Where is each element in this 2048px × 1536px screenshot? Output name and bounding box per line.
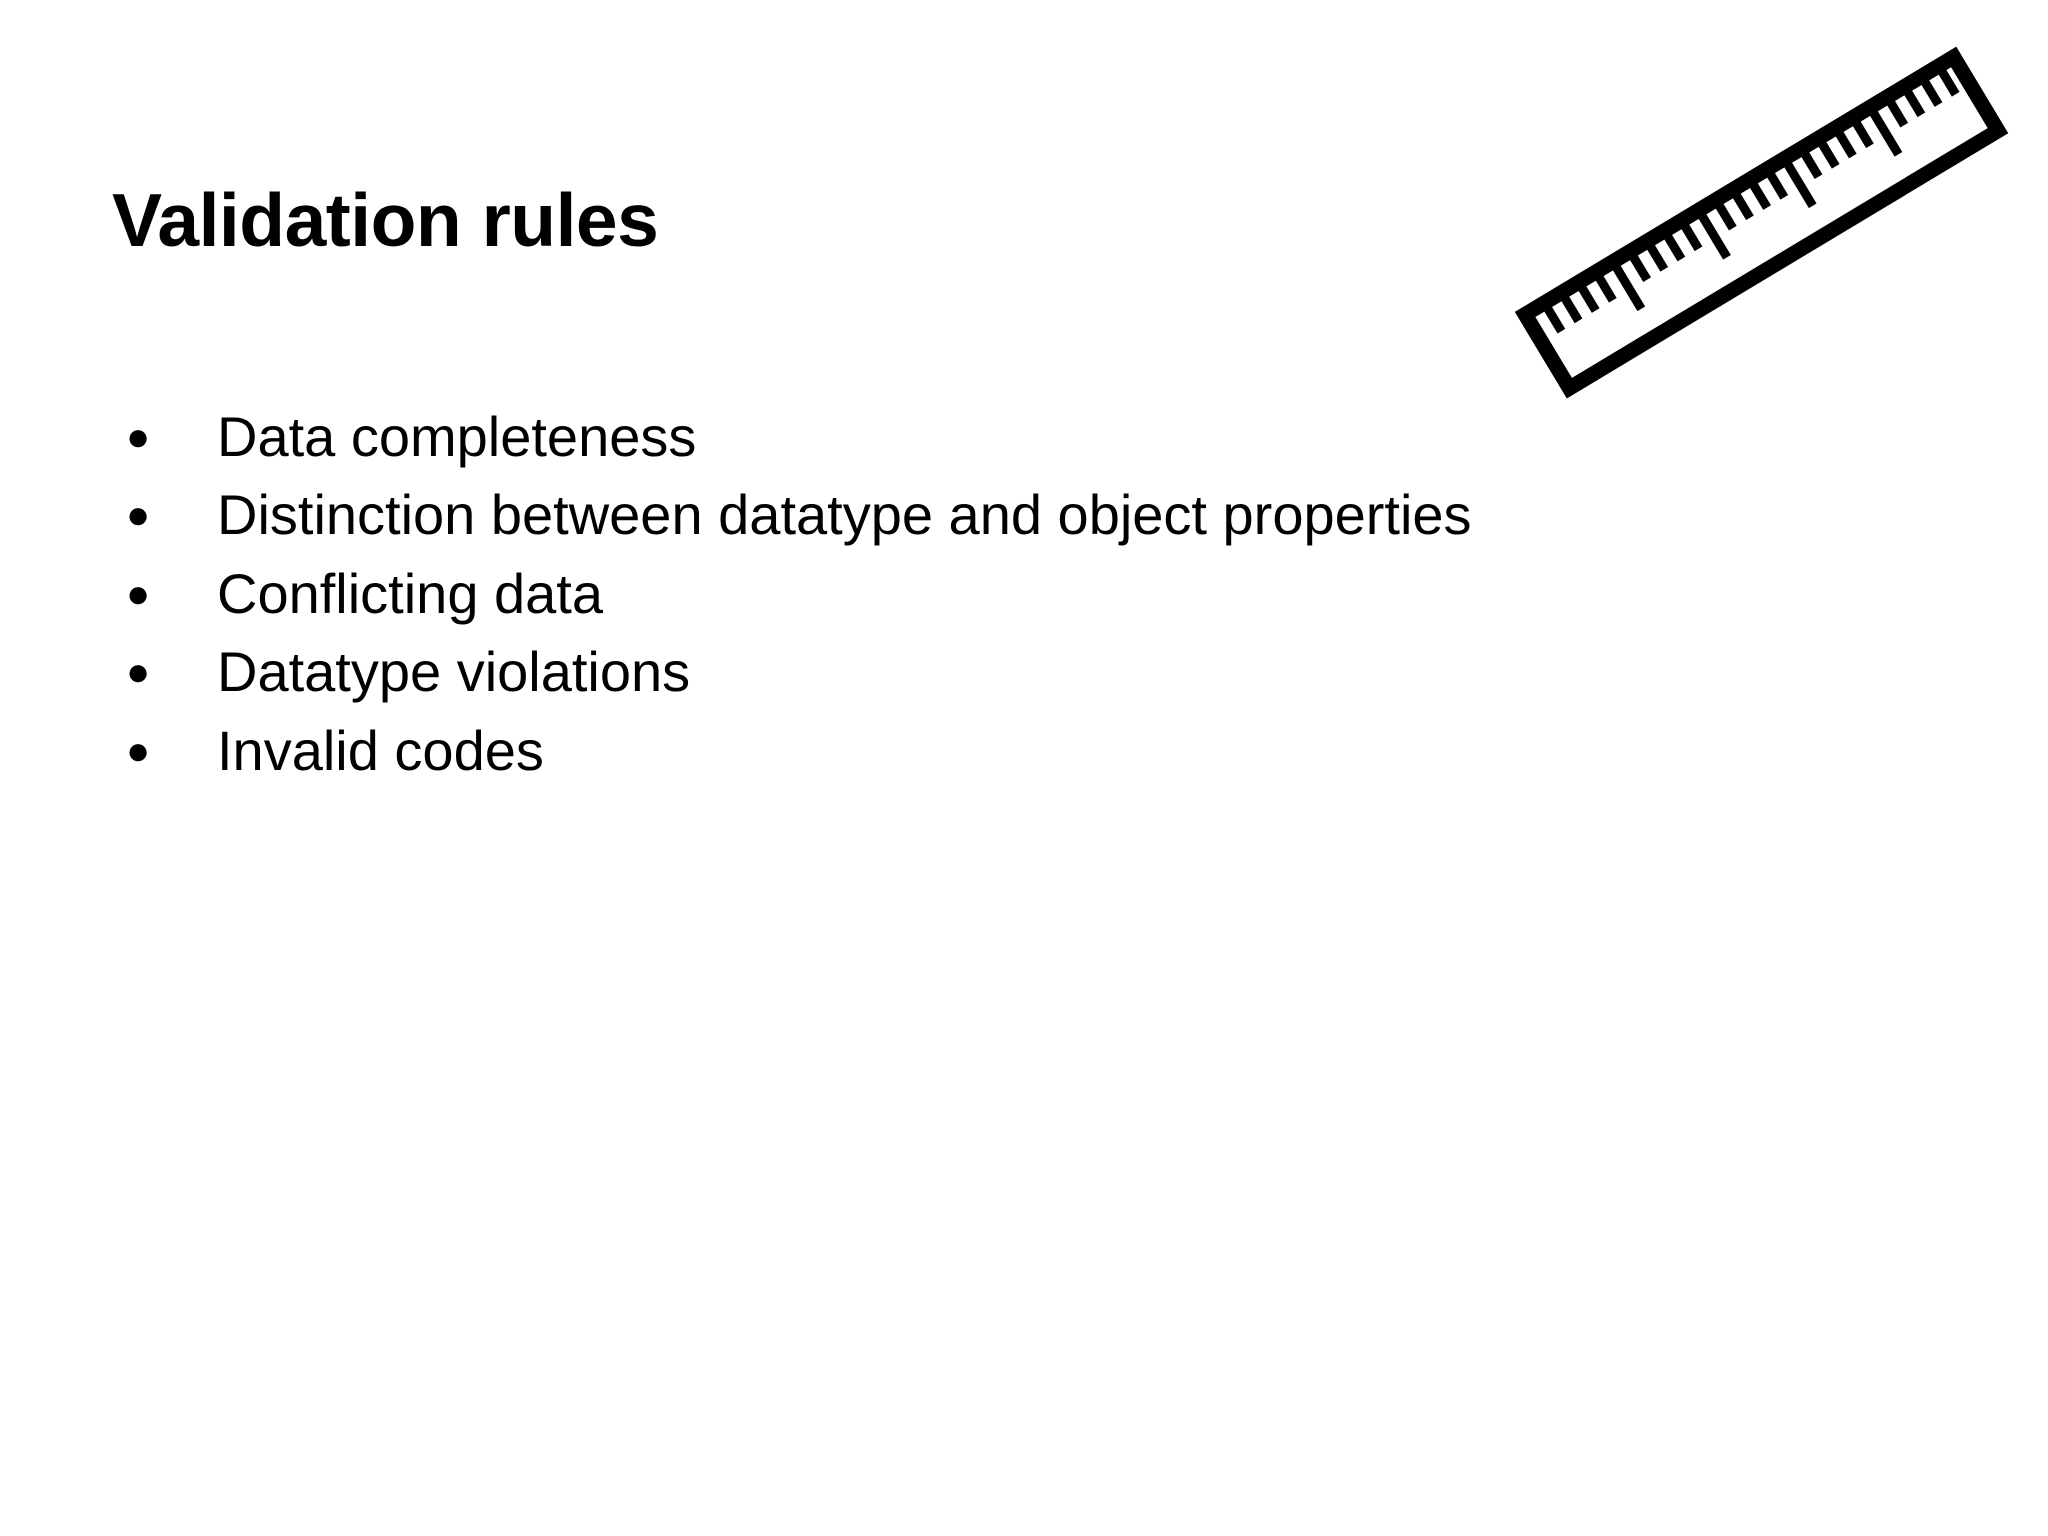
page-title: Validation rules bbox=[112, 178, 659, 263]
list-item: ● Distinction between datatype and objec… bbox=[112, 478, 1772, 552]
bullet-point-icon: ● bbox=[126, 728, 151, 773]
bullet-point-icon: ● bbox=[126, 415, 151, 459]
bullet-point-icon: ● bbox=[126, 650, 151, 695]
bullet-point-icon: ● bbox=[126, 493, 151, 538]
bullet-list: ● Data completeness ● Distinction betwee… bbox=[112, 400, 1772, 792]
list-item: ● Invalid codes bbox=[112, 714, 1772, 788]
list-item: ● Conflicting data bbox=[112, 557, 1772, 631]
list-item-label: Distinction between datatype and object … bbox=[217, 483, 1472, 547]
list-item: ● Datatype violations bbox=[112, 635, 1772, 709]
list-item: ● Data completeness bbox=[112, 400, 1772, 474]
list-item-label: Conflicting data bbox=[217, 561, 604, 625]
list-item-label: Datatype violations bbox=[217, 640, 691, 704]
list-item-label: Data completeness bbox=[217, 405, 697, 468]
list-item-label: Invalid codes bbox=[217, 718, 544, 782]
ruler-icon bbox=[1514, 46, 2009, 399]
bullet-point-icon: ● bbox=[126, 571, 151, 616]
